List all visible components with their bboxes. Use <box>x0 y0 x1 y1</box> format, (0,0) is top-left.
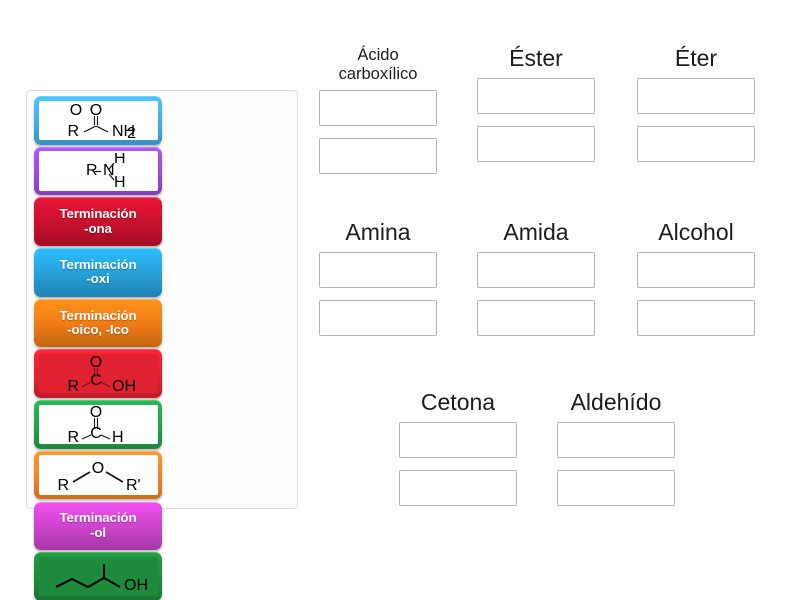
drop-slot[interactable] <box>319 89 437 126</box>
category-title: Ácido carboxílico <box>338 46 418 83</box>
drop-slot[interactable] <box>477 299 595 336</box>
category-title: Éster <box>509 45 563 71</box>
draggable-tile-image[interactable]: O R R' <box>34 450 162 500</box>
draggable-tile-text[interactable]: Terminación -oxi <box>34 248 162 297</box>
category-title: Cetona <box>420 389 496 415</box>
svg-text:O: O <box>90 355 102 371</box>
category-group: Éster <box>466 45 606 174</box>
drop-slot[interactable] <box>637 251 755 288</box>
tile-label: Terminación -ol <box>59 510 137 540</box>
svg-text:NH: NH <box>112 123 135 138</box>
drop-slot[interactable] <box>399 421 517 458</box>
draggable-tile-image[interactable]: R N H H <box>34 146 162 196</box>
carboxylic-acid-structure-icon: O C R OH <box>38 353 158 394</box>
svg-text:R: R <box>57 477 69 494</box>
category-group: Amina <box>308 219 448 348</box>
svg-text:OH: OH <box>112 378 136 393</box>
svg-text:R': R' <box>126 477 141 494</box>
category-title: Alcohol <box>658 219 734 245</box>
svg-text:O: O <box>90 405 102 421</box>
drop-slot[interactable] <box>477 125 595 162</box>
tile-label: Terminación -oxi <box>59 256 137 287</box>
draggable-tile-text[interactable]: Terminación -ona <box>34 197 162 246</box>
drop-slot[interactable] <box>319 251 437 288</box>
category-title: Amina <box>345 219 411 245</box>
drop-slot[interactable] <box>399 469 517 506</box>
category-group: Ácido carboxílico <box>308 46 448 186</box>
drop-slot[interactable] <box>637 125 755 162</box>
drop-slot[interactable] <box>557 421 675 458</box>
svg-text:R: R <box>86 162 98 179</box>
svg-text:R: R <box>67 378 79 393</box>
category-title: Aldehído <box>570 389 662 415</box>
drop-slot[interactable] <box>319 137 437 174</box>
drop-slot[interactable] <box>637 299 755 336</box>
category-group: Alcohol <box>626 219 766 348</box>
svg-text:OH: OH <box>124 577 148 594</box>
svg-text:H: H <box>114 153 126 167</box>
svg-text:H: H <box>114 174 126 189</box>
amine-structure-icon: R N H H <box>38 151 158 191</box>
alcohol-structure-icon: OH <box>38 556 158 597</box>
category-title: Amida <box>503 219 569 245</box>
drop-slot[interactable] <box>477 77 595 114</box>
svg-text:C: C <box>90 425 102 442</box>
svg-text:C: C <box>90 372 102 389</box>
category-group: Amida <box>466 219 606 348</box>
draggable-tile-image[interactable]: O C R H <box>34 400 162 449</box>
tile-label: Terminación -oico, -Ico <box>59 307 137 337</box>
svg-text:2: 2 <box>127 125 136 138</box>
svg-text:O: O <box>70 102 82 119</box>
svg-text:R: R <box>67 123 79 138</box>
drop-slot[interactable] <box>319 299 437 336</box>
svg-text:R: R <box>67 429 79 443</box>
category-group: Aldehído <box>546 389 686 518</box>
svg-text:O: O <box>90 102 102 119</box>
draggable-tile-text[interactable]: Terminación -ol <box>34 501 162 550</box>
amide-structure-icon: O O R NH 2 <box>38 100 158 140</box>
draggable-tile-image[interactable]: OH <box>34 552 162 600</box>
category-group: Éter <box>626 45 766 174</box>
draggable-tile-text[interactable]: Terminación -oico, -Ico <box>34 298 162 348</box>
drop-slot[interactable] <box>557 469 675 506</box>
tile-label: Terminación -ona <box>59 206 137 236</box>
draggable-tile-image[interactable]: O C R OH <box>34 349 162 398</box>
draggable-tile-image[interactable]: O O R NH 2 <box>34 96 162 145</box>
drop-slot[interactable] <box>637 77 755 114</box>
category-group: Cetona <box>388 389 528 518</box>
drop-slot[interactable] <box>477 251 595 288</box>
svg-text:H: H <box>112 429 124 443</box>
svg-text:N: N <box>103 162 115 179</box>
ether-structure-icon: O R R' <box>38 455 158 495</box>
aldehyde-structure-icon: O C R H <box>38 404 158 445</box>
svg-text:O: O <box>92 460 104 477</box>
category-title: Éter <box>674 45 718 71</box>
